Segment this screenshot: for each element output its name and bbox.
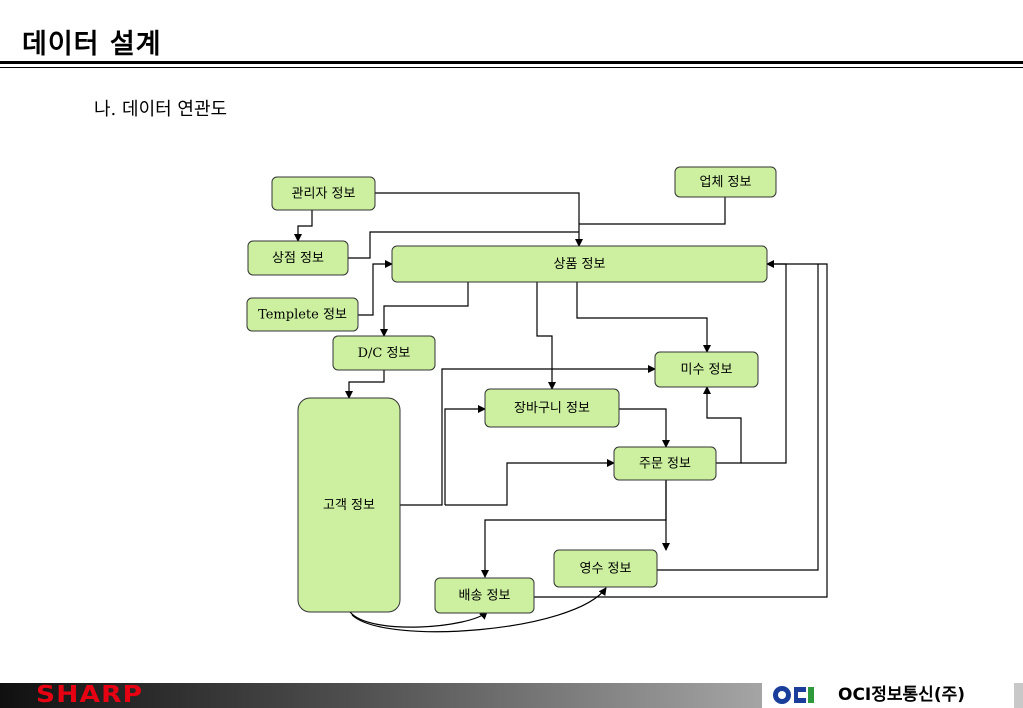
node-delivery: 배송 정보 (434, 577, 535, 614)
node-receipt: 영수 정보 (553, 549, 658, 588)
node-cart: 장바구니 정보 (484, 388, 620, 428)
svg-text:장바구니 정보: 장바구니 정보 (514, 401, 590, 416)
edge-admin-to-product (375, 192, 583, 247)
edge-cart-to-order (619, 408, 670, 448)
edge-dc-to-customer (345, 370, 385, 399)
svg-text:D/C 정보: D/C 정보 (358, 346, 411, 361)
svg-text:Templete 정보: Templete 정보 (258, 308, 347, 323)
edge-store-to-product (348, 231, 579, 259)
edge-product-to-dc (380, 282, 469, 337)
svg-text:고객 정보: 고객 정보 (323, 498, 375, 513)
node-customer: 고객 정보 (297, 397, 401, 613)
title-underline-thick (0, 61, 1023, 64)
edge-customer-to-cart (444, 405, 486, 505)
node-product: 상품 정보 (391, 245, 768, 283)
edge-admin-to-store (294, 210, 313, 242)
node-dc: D/C 정보 (332, 335, 436, 371)
edge-vendor-to-product (579, 197, 726, 225)
svg-text:상품 정보: 상품 정보 (554, 257, 606, 272)
edges (294, 192, 828, 633)
svg-text:업체 정보: 업체 정보 (700, 175, 752, 190)
title-underline-thin (0, 67, 1023, 68)
svg-text:미수 정보: 미수 정보 (681, 363, 733, 378)
page-title: 데이터 설계 (22, 29, 162, 60)
footer-edge (1014, 683, 1023, 708)
edge-product-to-cart (536, 282, 556, 390)
company-name: OCI정보통신(주) (838, 685, 965, 705)
node-store: 상점 정보 (247, 240, 349, 276)
edge-product-to-receivable (576, 282, 711, 353)
svg-text:배송 정보: 배송 정보 (459, 589, 511, 604)
node-admin: 관리자 정보 (271, 176, 376, 211)
node-order: 주문 정보 (613, 446, 717, 481)
svg-text:영수 정보: 영수 정보 (580, 562, 632, 577)
edge-customer-to-receivable (400, 365, 656, 506)
node-receivable: 미수 정보 (654, 351, 759, 388)
edge-customer-to-receipt (351, 587, 607, 633)
edge-order-to-receivable (703, 386, 742, 464)
section-heading: 나. 데이터 연관도 (94, 99, 228, 120)
edge-template-to-product (358, 260, 393, 316)
edge-customer-to-order (445, 459, 615, 506)
node-vendor: 업체 정보 (674, 166, 777, 198)
edge-receipt-to-product (657, 264, 819, 571)
oci-logo-icon (773, 686, 814, 704)
nodes: 관리자 정보 업체 정보 상점 정보 상품 정보 Templete 정보 D/C… (246, 166, 777, 614)
svg-text:주문 정보: 주문 정보 (639, 457, 691, 472)
svg-text:상점 정보: 상점 정보 (272, 251, 324, 266)
edge-customer-to-delivery (349, 611, 488, 628)
edge-delivery-to-product (534, 263, 828, 598)
svg-text:관리자 정보: 관리자 정보 (292, 187, 356, 202)
node-template: Templete 정보 (246, 297, 359, 332)
sharp-logo: SHARP (36, 682, 144, 708)
